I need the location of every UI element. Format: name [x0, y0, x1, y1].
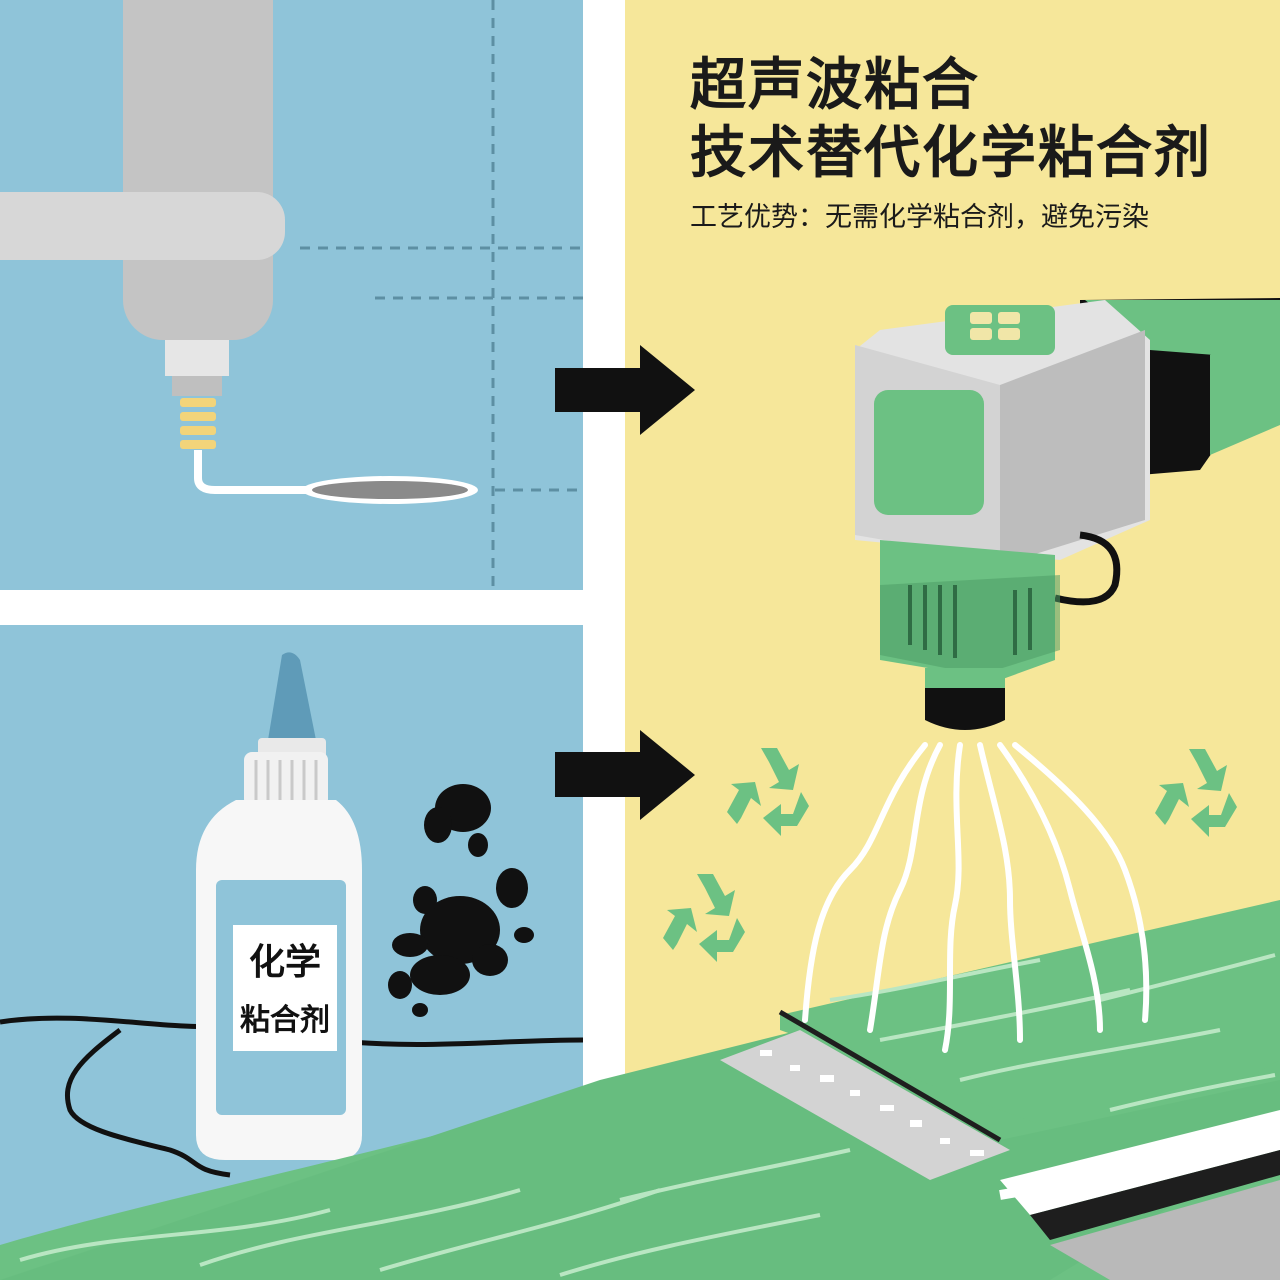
glue-nozzle-icon [0, 0, 478, 504]
recycle-icon [727, 748, 809, 836]
recycle-icon [1155, 749, 1237, 837]
subtitle: 工艺优势：无需化学粘合剂，避免污染 [690, 202, 1149, 233]
ultrasonic-welder-icon [855, 298, 1280, 730]
arrow-right-icon [555, 345, 695, 435]
ultrasonic-waves [802, 742, 1150, 1053]
dashed-guides [300, 0, 583, 590]
bottle-label: 化学 粘合剂 [233, 925, 337, 1051]
seam-stripe [999, 1155, 1201, 1200]
arrow-right-icon [555, 730, 695, 820]
heading-line-1: 超声波粘合 [690, 53, 980, 118]
bottle-label-line-2: 粘合剂 [240, 1003, 330, 1038]
heading-line-2: 技术替代化学粘合剂 [690, 121, 1212, 186]
fabric-belt [0, 900, 1280, 1280]
glue-splatter [388, 784, 534, 1017]
top-left-panel [0, 0, 583, 590]
recycle-icon [663, 874, 745, 962]
bottle-label-line-1: 化学 [248, 942, 321, 983]
